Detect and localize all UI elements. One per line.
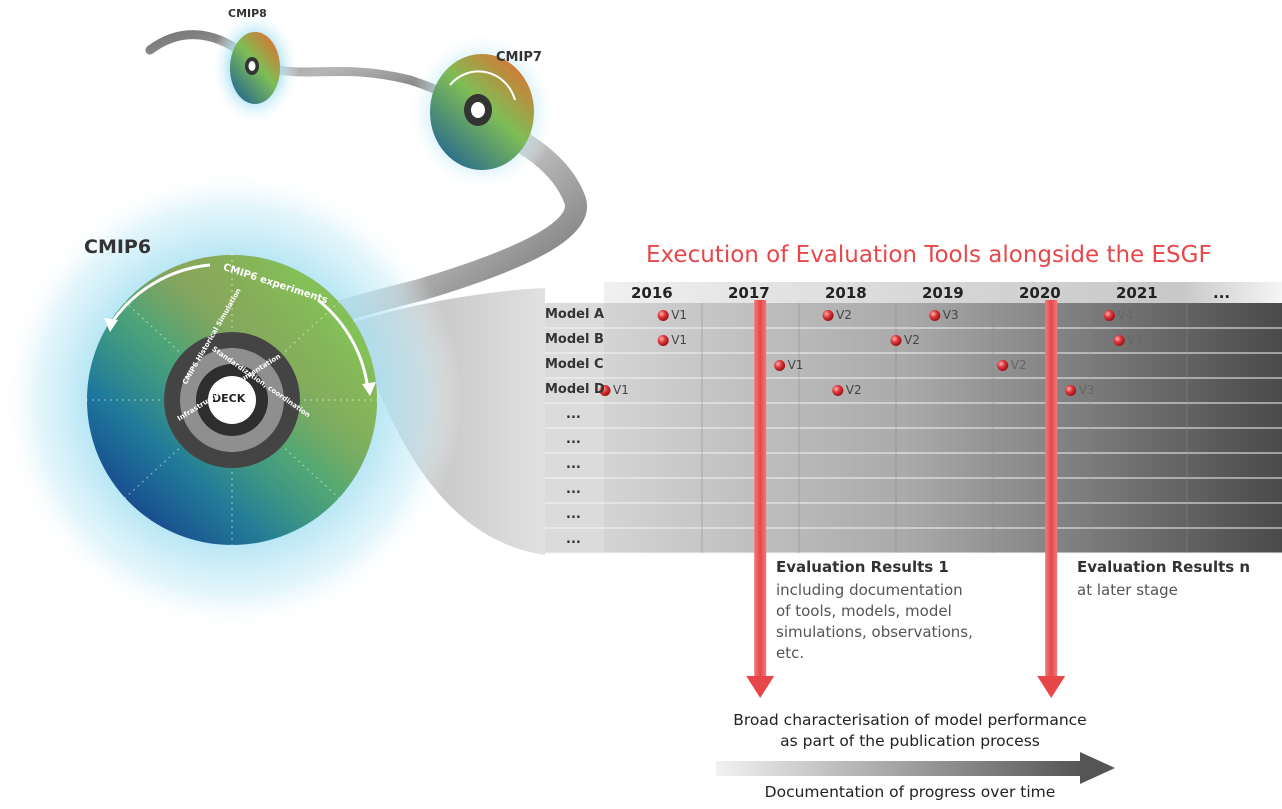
version-label: V1 — [787, 357, 804, 372]
year-label: 2019 — [922, 284, 964, 302]
row-label: ... — [566, 431, 581, 447]
year-label: 2016 — [631, 284, 673, 302]
deck-label: DECK — [212, 392, 246, 405]
cmip6-label: CMIP6 — [84, 236, 152, 258]
year-label: 2018 — [825, 284, 867, 302]
version-label: V1 — [613, 382, 629, 397]
year-label: 2020 — [1019, 284, 1061, 302]
version-label: V3 — [942, 307, 959, 322]
year-label: 2017 — [728, 284, 770, 302]
timeline-header-bar — [604, 282, 1282, 303]
version-label: V3 — [1078, 382, 1095, 397]
version-label: V2 — [1010, 357, 1027, 372]
version-dot — [822, 310, 834, 321]
results-n-heading: Evaluation Results n — [1077, 558, 1251, 576]
row-label: ... — [566, 506, 581, 522]
progress-caption: Documentation of progress over time — [764, 783, 1056, 801]
results-1-line: including documentation — [776, 581, 963, 599]
version-label: V4 — [1117, 307, 1134, 322]
results-n-body: at later stage — [1077, 580, 1277, 601]
results-1-line: simulations, observations, — [776, 623, 973, 641]
version-dot — [1113, 335, 1125, 346]
row-label: ... — [566, 406, 581, 422]
timeline-table — [545, 282, 1282, 554]
cmip8-wheel — [211, 10, 299, 126]
version-label: V1 — [671, 332, 688, 347]
cmip6-wheel — [2, 170, 462, 630]
version-markers — [599, 310, 1125, 396]
version-label: V2 — [904, 332, 920, 347]
row-label: Model B — [545, 331, 604, 347]
version-label: V3 — [1127, 332, 1143, 347]
version-dot — [1103, 310, 1115, 321]
results-1-body: including documentation of tools, models… — [776, 580, 1016, 664]
characterisation-text: Broad characterisation of model performa… — [690, 710, 1130, 752]
row-label: ... — [566, 481, 581, 497]
version-dot — [774, 360, 786, 371]
result-marker-arrow — [746, 300, 775, 698]
version-dot — [890, 335, 902, 346]
version-label: V1 — [671, 307, 688, 322]
results-n-line: at later stage — [1077, 581, 1178, 599]
version-dot — [929, 310, 941, 321]
version-label: V2 — [845, 382, 862, 397]
results-1-heading: Evaluation Results 1 — [776, 558, 949, 576]
cmip8-label: CMIP8 — [228, 7, 267, 20]
row-label: ... — [566, 456, 581, 472]
version-dot — [599, 385, 611, 396]
row-label: ... — [566, 531, 581, 547]
results-1-line: etc. — [776, 644, 805, 662]
characterisation-line-2: as part of the publication process — [780, 732, 1040, 750]
version-dot — [997, 360, 1009, 371]
row-label: Model C — [545, 356, 604, 372]
row-label: Model A — [545, 306, 605, 322]
result-arrows — [746, 300, 1066, 698]
version-dot — [657, 335, 669, 346]
version-dot — [657, 310, 669, 321]
progress-arrow — [716, 752, 1115, 784]
year-label: 2021 — [1116, 284, 1158, 302]
characterisation-line-1: Broad characterisation of model performa… — [733, 711, 1087, 729]
row-label: Model D — [545, 381, 605, 397]
timeline-title: Execution of Evaluation Tools alongside … — [646, 242, 1212, 268]
version-dot — [832, 385, 844, 396]
cmip7-wheel — [408, 32, 556, 192]
result-marker-arrow — [1037, 300, 1066, 698]
cmip7-label: CMIP7 — [496, 50, 542, 65]
version-label: V2 — [836, 307, 852, 322]
version-dot — [1065, 385, 1077, 396]
year-label: ... — [1213, 284, 1231, 302]
timeline-grid — [545, 303, 1282, 554]
results-1-line: of tools, models, model — [776, 602, 952, 620]
